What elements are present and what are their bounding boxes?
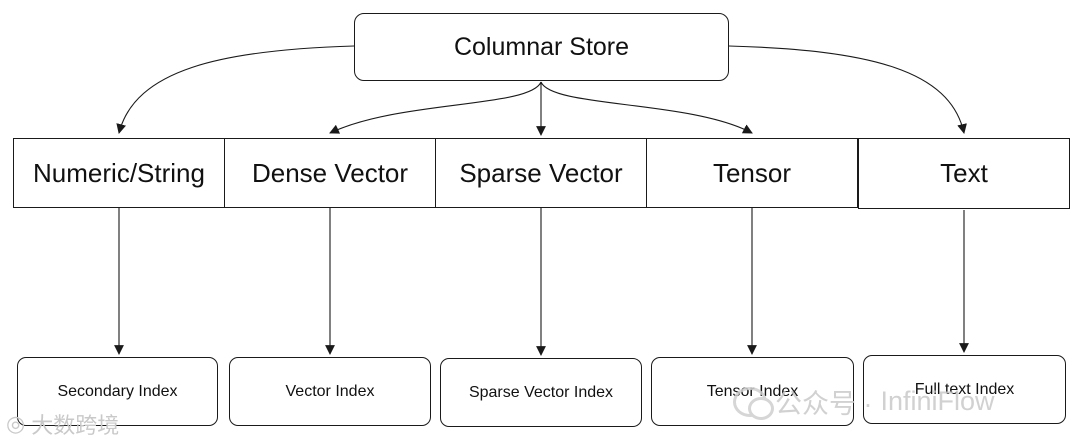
- watermark-left-icon: ◎: [6, 411, 26, 436]
- arrow-root-to-tensor: [540, 81, 753, 134]
- sparse-vector-node: Sparse Vector: [435, 138, 647, 208]
- watermark-right-prefix: 公众号 ·: [775, 389, 873, 419]
- text-node: Text: [858, 138, 1070, 209]
- dense-vector-node: Dense Vector: [224, 138, 436, 208]
- arrow-root-to-dense-vector: [329, 81, 542, 134]
- numeric-string-node: Numeric/String: [13, 138, 225, 208]
- secondary-index-node: Secondary Index: [17, 357, 218, 426]
- watermark-right: 公众号 · InfiniFlow: [733, 382, 995, 421]
- columnar-store-node: Columnar Store: [354, 13, 729, 81]
- watermark-left: ◎ 大数跨境: [6, 408, 119, 440]
- wechat-icon: [733, 386, 774, 420]
- tensor-node: Tensor: [646, 138, 858, 208]
- sparse-vector-index-node: Sparse Vector Index: [440, 358, 642, 427]
- arrow-root-to-numeric-string: [116, 45, 355, 134]
- full-text-index-node: Full text Index: [863, 355, 1066, 424]
- watermark-left-text: 大数跨境: [31, 413, 120, 438]
- vector-index-node: Vector Index: [229, 357, 431, 426]
- arrow-root-to-text: [728, 45, 967, 134]
- watermark-right-name: InfiniFlow: [880, 386, 995, 416]
